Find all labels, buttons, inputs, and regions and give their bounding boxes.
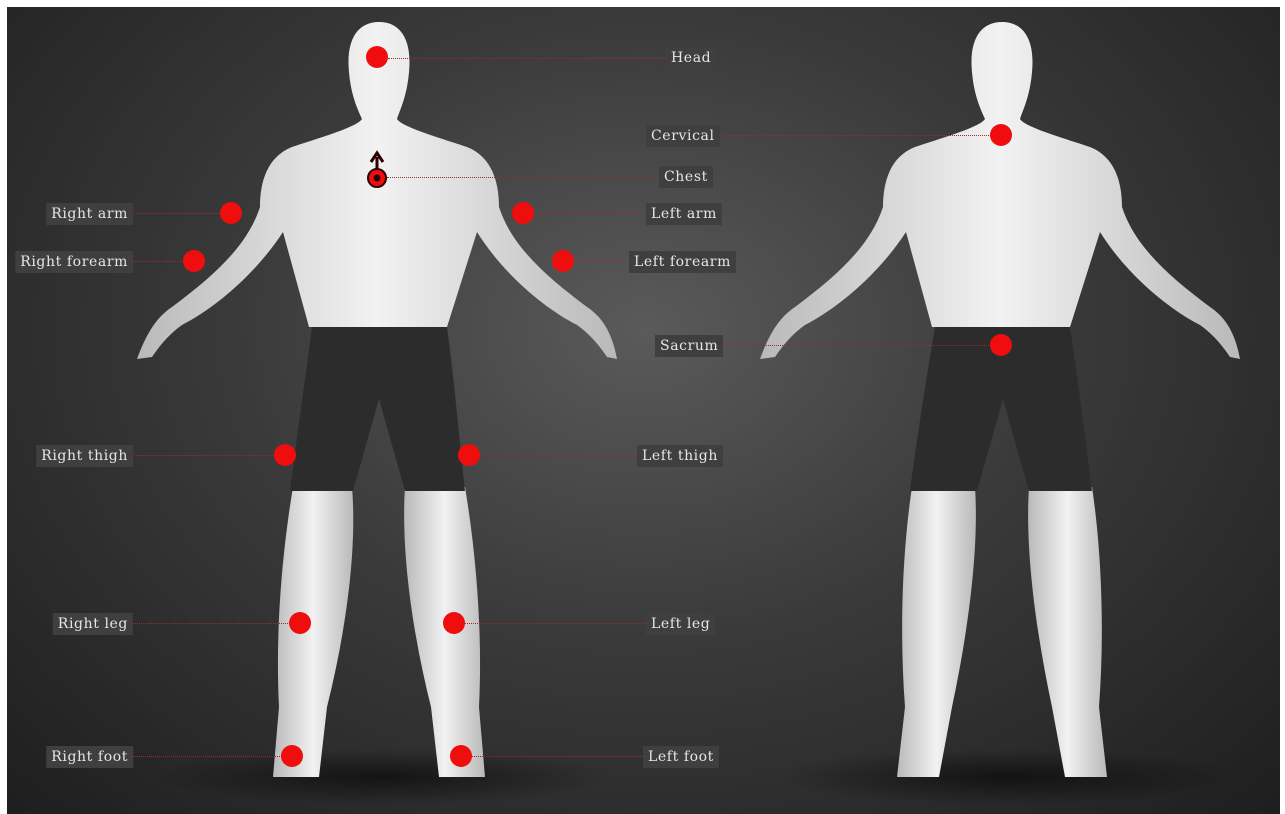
left-foot-marker[interactable]: [450, 745, 472, 767]
right-leg-marker[interactable]: [289, 612, 311, 634]
right-thigh-label: Right thigh: [36, 445, 133, 467]
sacrum-label: Sacrum: [655, 335, 723, 357]
cervical-label: Cervical: [646, 125, 720, 147]
chest-leader-line: [387, 177, 659, 178]
body-figures: [7, 7, 1280, 814]
cervical-marker[interactable]: [990, 124, 1012, 146]
right-leg-label: Right leg: [53, 613, 133, 635]
right-forearm-label: Right forearm: [15, 251, 133, 273]
right-thigh-marker[interactable]: [274, 444, 296, 466]
chest-label: Chest: [659, 166, 713, 188]
head-marker[interactable]: [366, 46, 388, 68]
left-leg-label: Left leg: [646, 613, 715, 635]
right-leg-leader-line: [128, 623, 300, 624]
head-leader-line: [388, 58, 666, 59]
left-leg-leader-line: [454, 623, 646, 624]
head-label: Head: [666, 47, 716, 69]
right-foot-marker[interactable]: [281, 745, 303, 767]
left-thigh-label: Left thigh: [637, 445, 723, 467]
left-leg-marker[interactable]: [443, 612, 465, 634]
right-arm-label: Right arm: [46, 203, 133, 225]
sacrum-marker[interactable]: [990, 334, 1012, 356]
left-thigh-leader-line: [469, 455, 637, 456]
right-forearm-marker[interactable]: [183, 250, 205, 272]
left-forearm-label: Left forearm: [629, 251, 736, 273]
left-foot-label: Left foot: [643, 746, 719, 768]
body-map-canvas: Head Cervical Chest Right arm Left arm R…: [7, 7, 1280, 814]
left-arm-marker[interactable]: [512, 202, 534, 224]
left-foot-leader-line: [461, 756, 643, 757]
cervical-leader-line: [724, 135, 1001, 136]
right-arm-leader-line: [128, 213, 231, 214]
left-arm-leader-line: [523, 213, 646, 214]
left-thigh-marker[interactable]: [458, 444, 480, 466]
left-arm-label: Left arm: [646, 203, 722, 225]
front-body-figure: [137, 22, 617, 777]
right-arm-marker[interactable]: [220, 202, 242, 224]
right-foot-leader-line: [128, 756, 292, 757]
left-forearm-marker[interactable]: [552, 250, 574, 272]
sacrum-leader-line: [713, 345, 1001, 346]
right-thigh-leader-line: [128, 455, 285, 456]
right-foot-label: Right foot: [46, 746, 133, 768]
